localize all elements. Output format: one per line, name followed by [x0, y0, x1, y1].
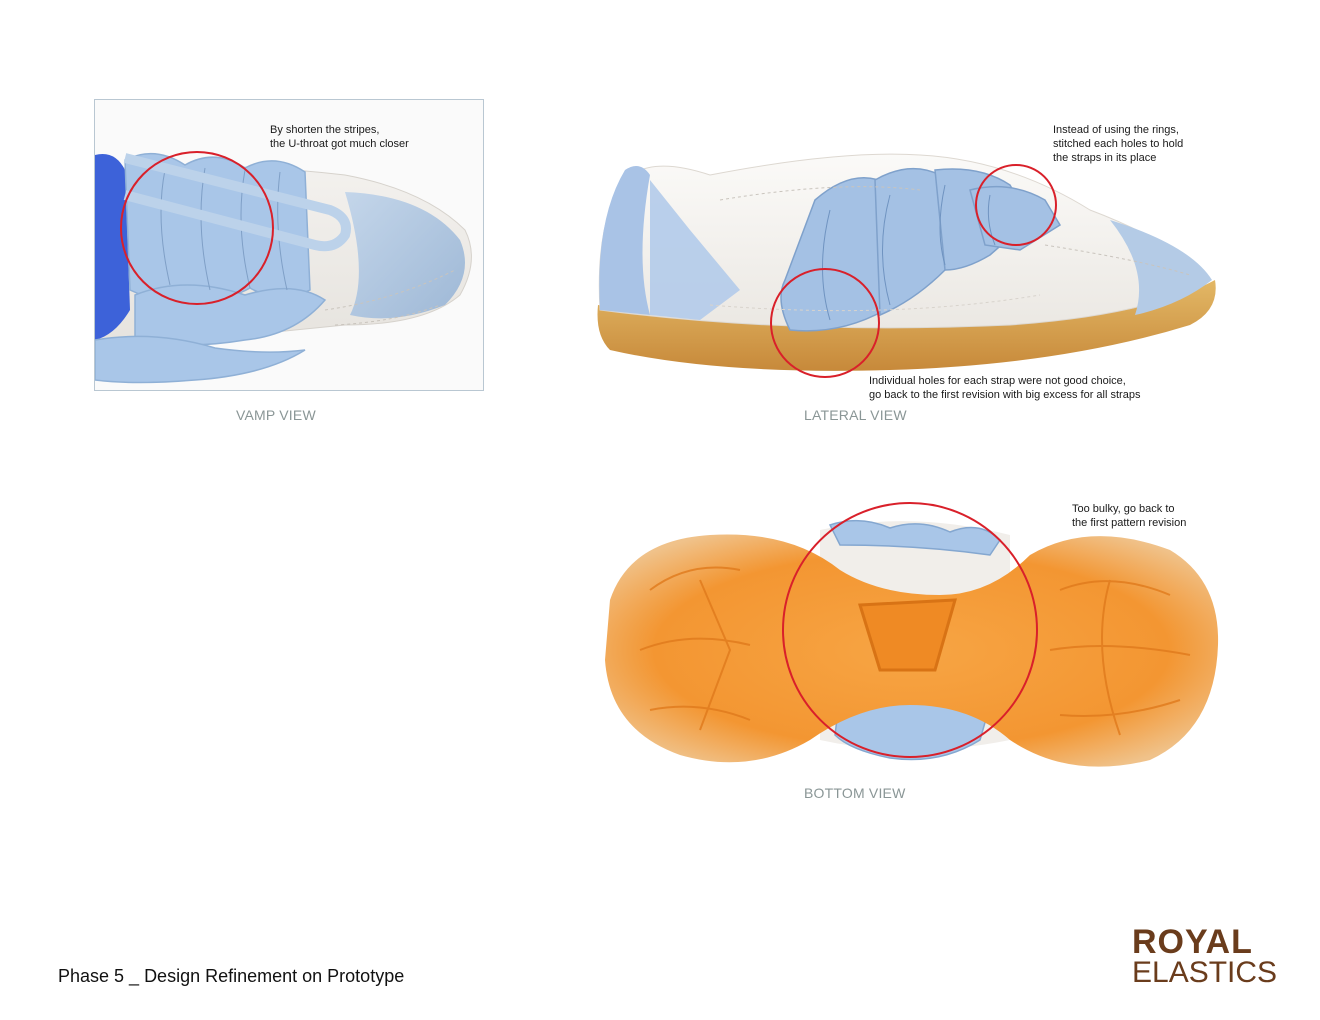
rings-note: Instead of using the rings, stitched eac… [1053, 124, 1184, 164]
bottom-view-shoe-image [605, 502, 1219, 767]
vamp-highlight-circle [120, 151, 274, 305]
lateral-view-shoe-image [597, 153, 1216, 378]
vamp-view-label: VAMP VIEW [236, 407, 316, 423]
royal-elastics-logo: ROYAL ELASTICS [1130, 923, 1277, 990]
bulky-note: Too bulky, go back to the first pattern … [1072, 503, 1187, 529]
vamp-note: By shorten the stripes, the U-throat got… [270, 124, 409, 150]
lateral-holes-highlight-circle [770, 268, 880, 378]
lateral-view-label: LATERAL VIEW [804, 407, 907, 423]
logo-line-1: ROYAL [1132, 923, 1253, 961]
lateral-rings-highlight-circle [975, 164, 1057, 246]
holes-note: Individual holes for each strap were not… [869, 375, 1141, 401]
bottom-highlight-circle [782, 502, 1038, 758]
vamp-view-frame [94, 99, 484, 391]
vamp-view-shoe-image [95, 151, 472, 384]
page-title: Phase 5 _ Design Refinement on Prototype [58, 966, 405, 986]
logo-line-2: ELASTICS [1132, 956, 1278, 989]
bottom-view-label: BOTTOM VIEW [804, 785, 906, 801]
